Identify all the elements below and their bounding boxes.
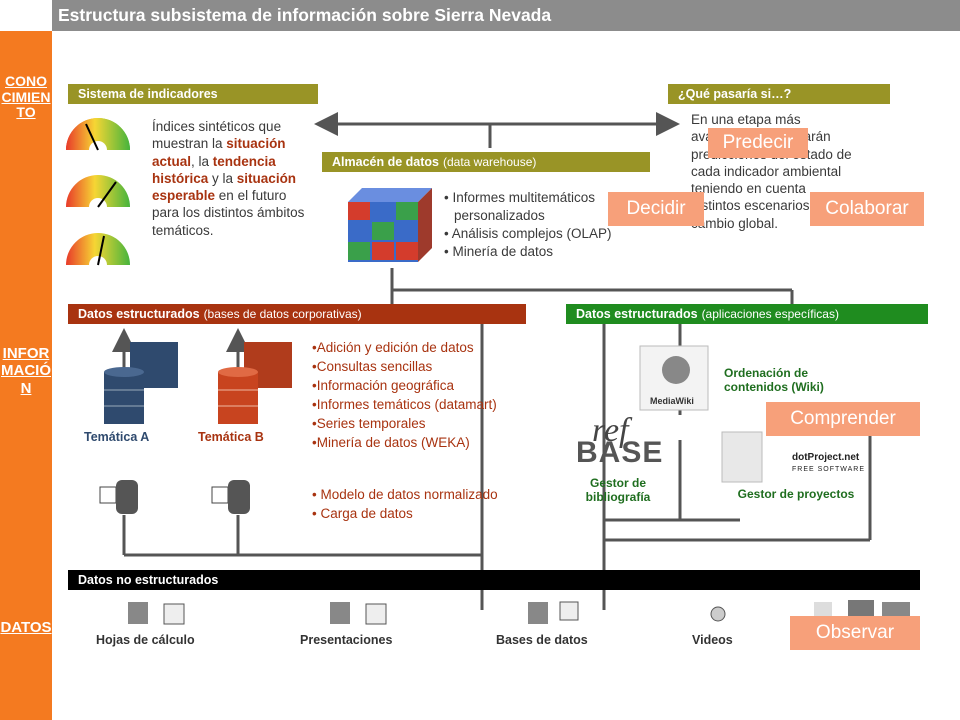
corp-model-item: Modelo de datos normalizado [312, 485, 542, 504]
estructurados-apps-header: Datos estructurados(aplicaciones específ… [566, 304, 928, 324]
corp-model-list: Modelo de datos normalizado Carga de dat… [312, 485, 542, 523]
wiki-label: Ordenación de contenidos (Wiki) [724, 366, 824, 394]
corp-features-list: Adición y edición de datos Consultas sen… [312, 338, 522, 452]
hojas-calculo-label: Hojas de cálculo [96, 633, 195, 647]
mediawiki-logo-icon [639, 345, 709, 411]
dotproject-logo-icon [721, 431, 763, 483]
tematica-a-label: Temática A [84, 430, 150, 444]
dotproject-logo-text: dotProject.net [792, 452, 860, 463]
decidir-button[interactable]: Decidir [608, 192, 704, 226]
database-blue-icon [104, 342, 178, 424]
colaborar-button[interactable]: Colaborar [810, 192, 924, 226]
presentaciones-label: Presentaciones [300, 633, 393, 647]
olap-cube-icon [348, 188, 432, 262]
gauge-icons [66, 118, 130, 274]
videos-label: Videos [692, 633, 733, 647]
indicadores-header: Sistema de indicadores [68, 84, 318, 104]
sidebar-datos[interactable]: DATOS [0, 619, 52, 636]
bottom-file-icons [128, 600, 910, 625]
predecir-button[interactable]: Predecir [708, 128, 808, 158]
quepasaria-text: En una etapa más avanzada se realizarán … [691, 112, 852, 231]
title-bar [52, 0, 960, 31]
corp-feature-item: Adición y edición de datos [312, 338, 522, 357]
no-estructurados-header: Datos no estructurados [68, 570, 920, 590]
refbase-logo-ref: ref [592, 412, 629, 449]
tematica-b-label: Temática B [198, 430, 264, 444]
refbase-logo-base: BASE [576, 436, 664, 469]
dotproject-label: Gestor de proyectos [737, 487, 855, 501]
corp-feature-item: Información geográfica [312, 376, 522, 395]
almacen-item: Análisis complejos (OLAP) [444, 225, 644, 243]
database-red-icon [218, 342, 292, 424]
comprender-button[interactable]: Comprender [766, 402, 920, 436]
almacen-item: Informes multitemáticos personalizados [444, 189, 644, 225]
db-tool-icon-b [211, 480, 250, 514]
estructurados-corp-header: Datos estructurados(bases de datos corpo… [68, 304, 526, 324]
corp-feature-item: Informes temáticos (datamart) [312, 395, 522, 414]
corp-feature-item: Minería de datos (WEKA) [312, 433, 522, 452]
almacen-list: Informes multitemáticos personalizados A… [444, 189, 644, 261]
quepasaria-header: ¿Qué pasaría si…? [668, 84, 890, 104]
almacen-header: Almacén de datos(data warehouse) [322, 152, 650, 172]
corp-feature-item: Consultas sencillas [312, 357, 522, 376]
corp-feature-item: Series temporales [312, 414, 522, 433]
observar-button[interactable]: Observar [790, 616, 920, 650]
sidebar-informacion[interactable]: INFORMACIÓN [1, 345, 51, 397]
db-tool-icon-a [99, 480, 138, 514]
mediawiki-logo-text: MediaWiki [650, 396, 694, 406]
sidebar: CONOCIMIENTO INFORMACIÓN DATOS [0, 31, 52, 720]
sidebar-conocimiento[interactable]: CONOCIMIENTO [1, 73, 51, 121]
page-title: Estructura subsistema de información sob… [58, 5, 552, 25]
dotproject-logo-sub: FREE SOFTWARE [792, 466, 866, 473]
refbase-label: Gestor de bibliografía [585, 476, 651, 504]
bases-datos-label: Bases de datos [496, 633, 588, 647]
corp-model-item: Carga de datos [312, 504, 542, 523]
almacen-item: Minería de datos [444, 243, 644, 261]
indicadores-text: Índices sintéticos que muestran la situa… [152, 119, 305, 238]
